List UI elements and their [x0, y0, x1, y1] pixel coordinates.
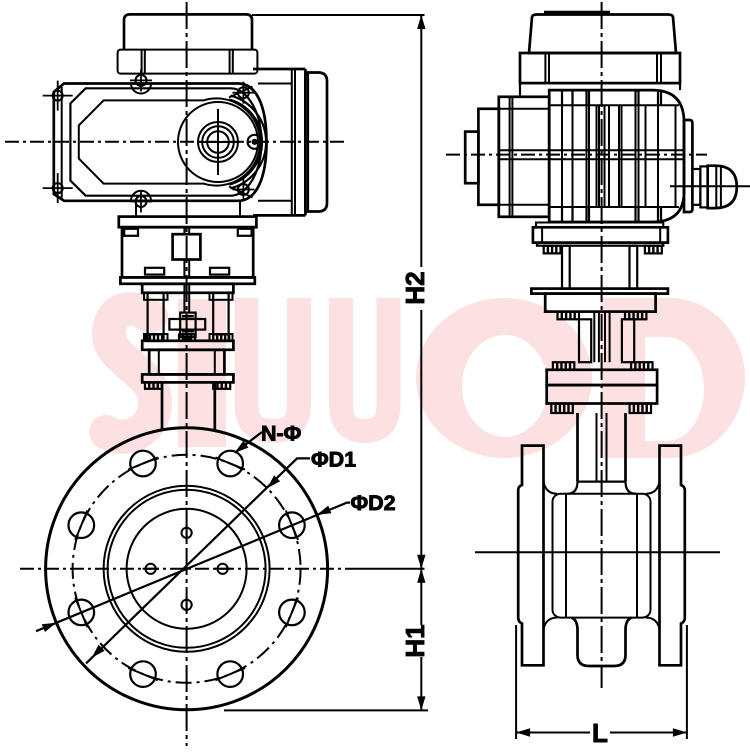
svg-text:ΦD2: ΦD2 — [351, 491, 396, 515]
svg-text:L: L — [592, 718, 608, 748]
svg-text:H1: H1 — [400, 624, 430, 657]
svg-text:N-Φ: N-Φ — [261, 422, 301, 446]
svg-text:H2: H2 — [400, 271, 430, 304]
svg-text:ΦD1: ΦD1 — [311, 448, 356, 472]
